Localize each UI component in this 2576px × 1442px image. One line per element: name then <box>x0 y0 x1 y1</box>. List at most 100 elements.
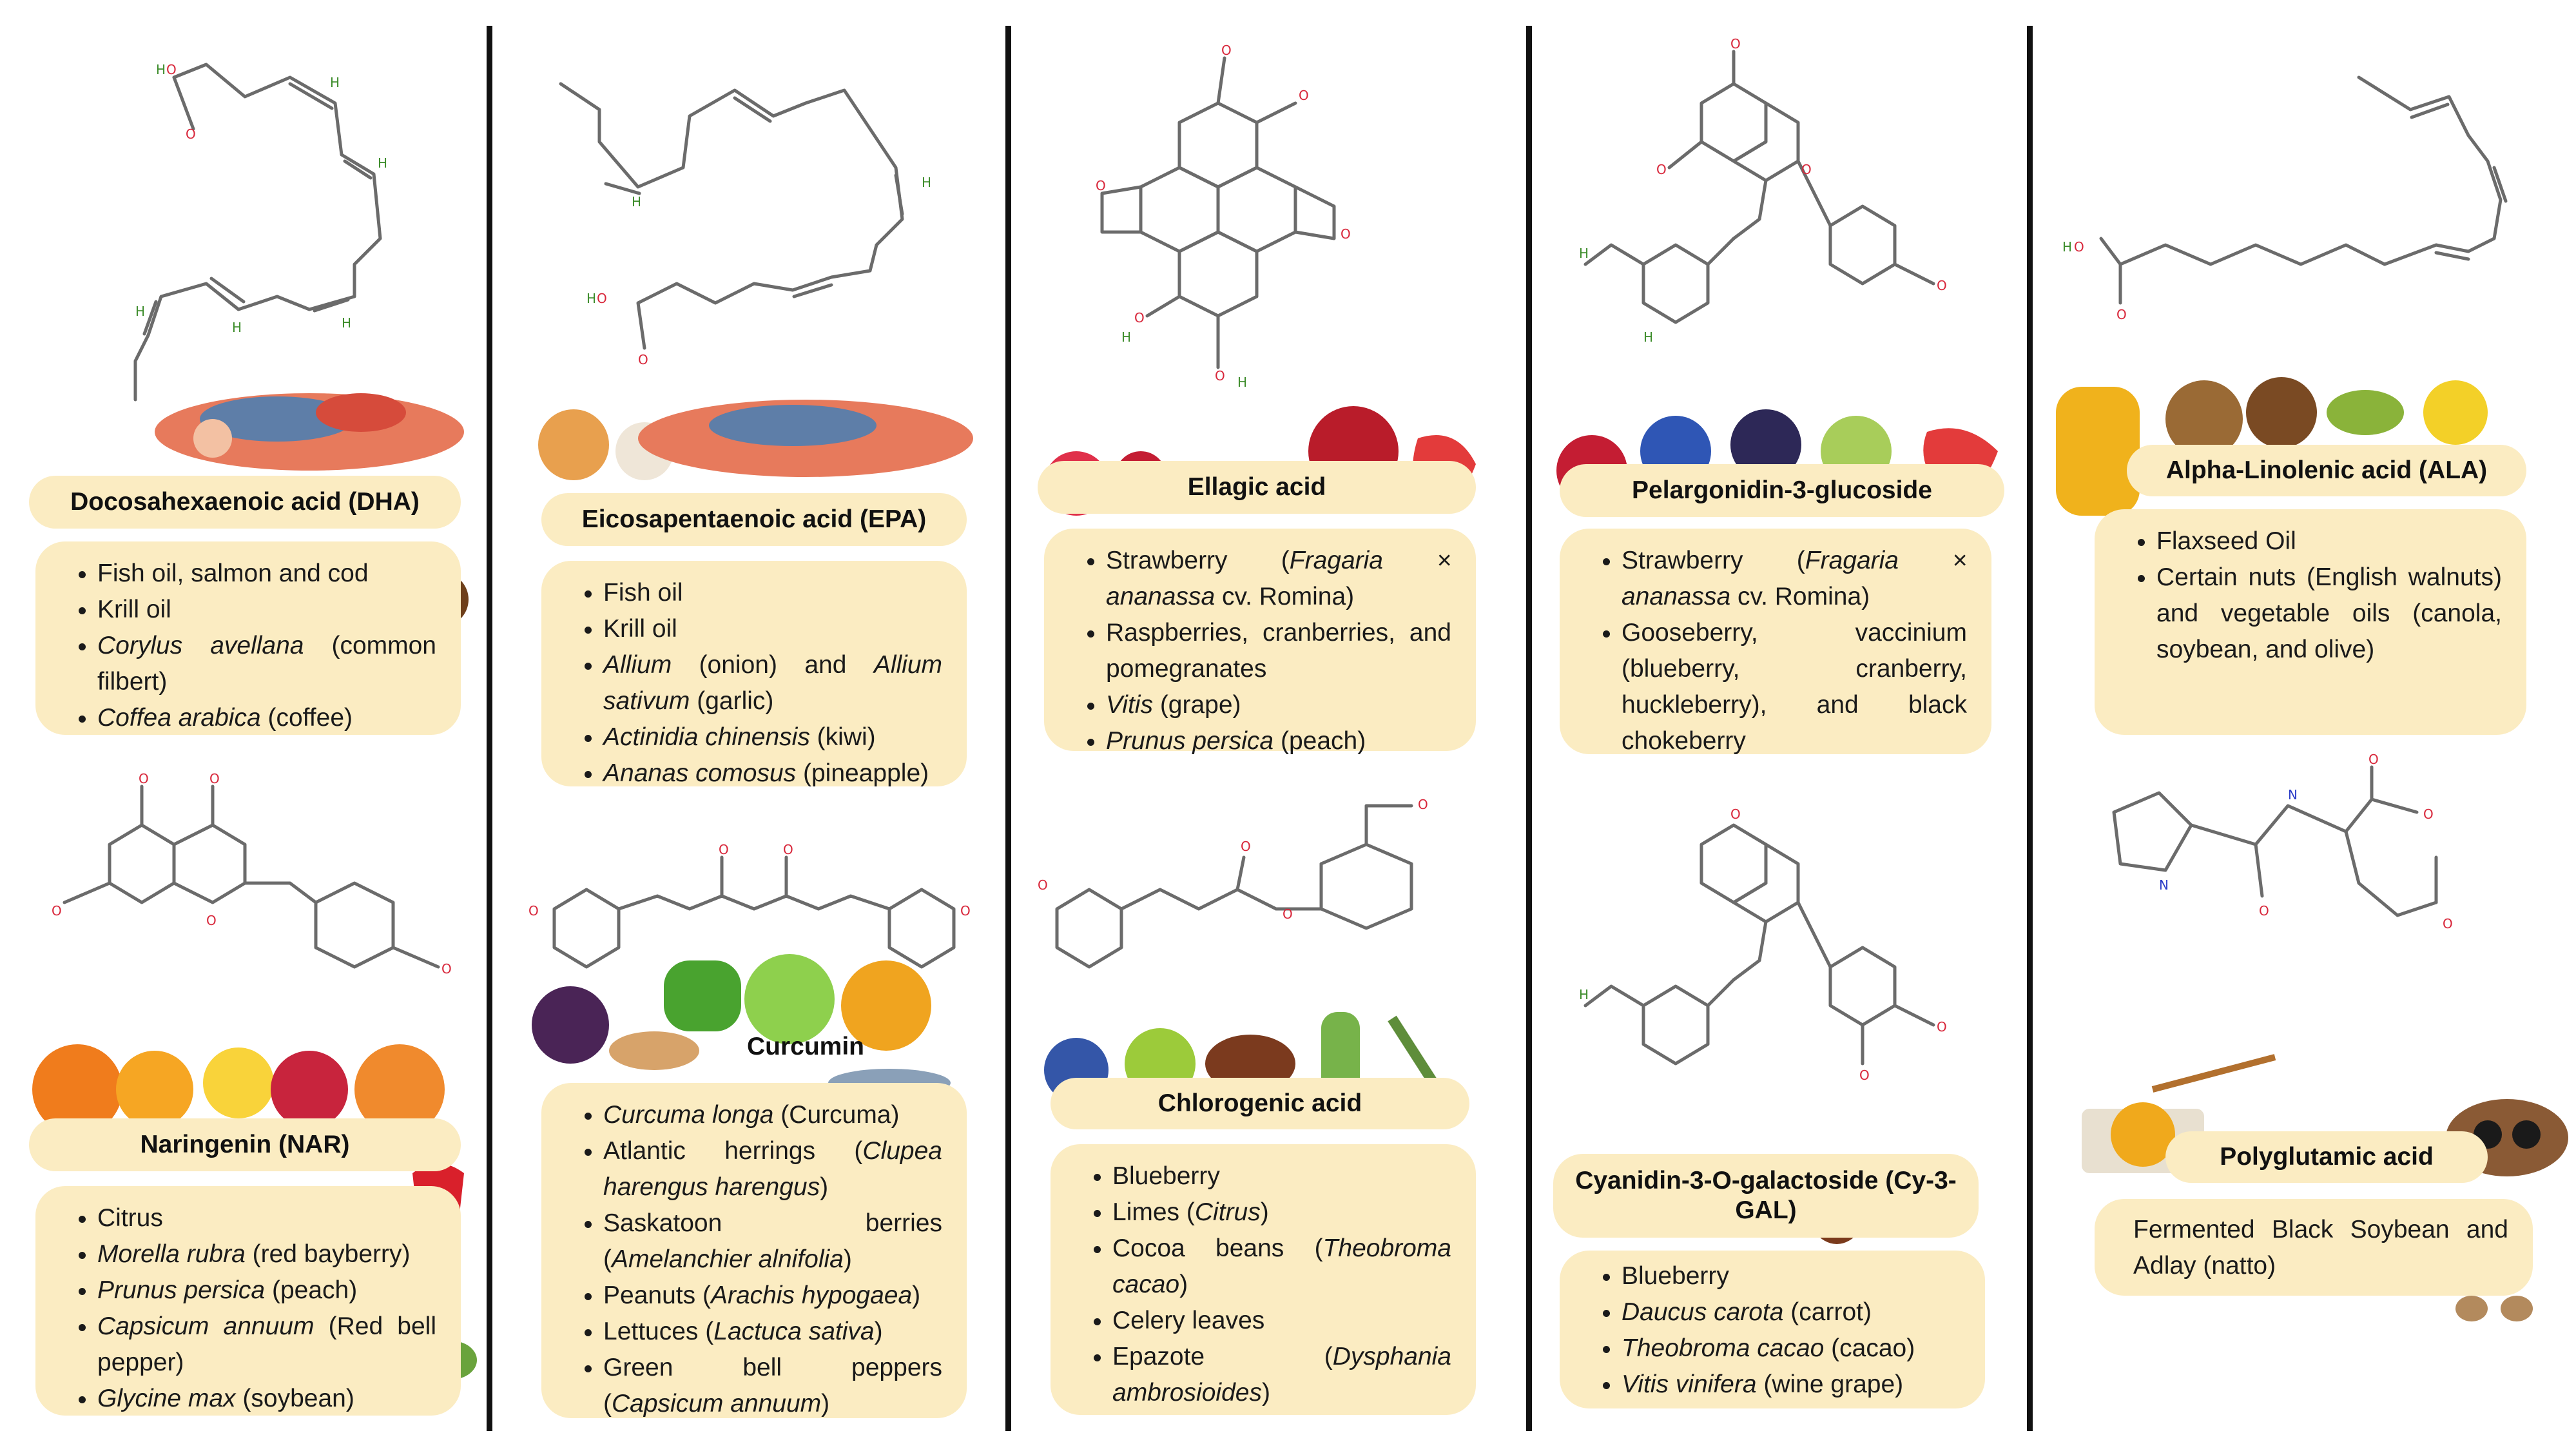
svg-text:O: O <box>2259 903 2269 919</box>
svg-text:O: O <box>139 771 149 786</box>
spice-vegetable-illustration <box>525 941 970 1083</box>
cyanidin-source-4: Vitis vinifera (wine grape) <box>1622 1367 1961 1403</box>
ellagic-source-2: Raspberries, cranberries, and pomegranat… <box>1106 615 1451 687</box>
dha-source-2: Krill oil <box>97 592 436 628</box>
ala-source-2: Certain nuts (English walnuts) and veget… <box>2156 560 2502 668</box>
cyanidin-source-1: Blueberry <box>1622 1258 1961 1294</box>
column-divider-2 <box>1005 26 1011 1431</box>
svg-text:O: O <box>1656 162 1667 177</box>
pelargonidin-source-1: Strawberry (Fragaria × ananassa cv. Romi… <box>1622 543 1967 615</box>
polyglutamic-acid-sources: Fermented Black Soybean and Adlay (natto… <box>2095 1199 2533 1296</box>
svg-text:O: O <box>783 842 793 857</box>
curcumin-sources: Curcuma longa (Curcuma) Atlantic herring… <box>541 1083 967 1418</box>
svg-text:O: O <box>1341 226 1351 242</box>
svg-text:O: O <box>1418 797 1428 812</box>
chlorogenic-source-2: Limes (Citrus) <box>1112 1194 1451 1231</box>
svg-text:O: O <box>209 771 220 786</box>
dha-title: Docosahexaenoic acid (DHA) <box>29 476 461 529</box>
naringenin-structure: O O O O O <box>13 771 490 1018</box>
svg-text:H: H <box>632 194 641 209</box>
svg-text:O: O <box>1038 877 1048 893</box>
pelargonidin-title: Pelargonidin-3-glucoside <box>1560 464 2004 517</box>
svg-text:O: O <box>52 903 62 919</box>
curcumin-source-6: Green bell peppers (Capsicum annuum) <box>603 1350 942 1422</box>
svg-text:O: O <box>1937 278 1947 293</box>
ellagic-acid-sources: Strawberry (Fragaria × ananassa cv. Romi… <box>1044 529 1476 755</box>
svg-text:H: H <box>1237 375 1247 390</box>
svg-text:N: N <box>2288 787 2298 803</box>
pelargonidin-source-2: Gooseberry, vaccinium (blueberry, cranbe… <box>1622 615 1967 759</box>
svg-text:H: H <box>2062 239 2072 255</box>
dha-source-3: Corylus avellana (common filbert) <box>97 628 436 700</box>
epa-title: Eicosapentaenoic acid (EPA) <box>541 493 967 546</box>
column-divider-1 <box>487 26 492 1431</box>
curcumin-source-4: Peanuts (Arachis hypogaea) <box>603 1278 942 1314</box>
svg-text:H: H <box>232 320 242 335</box>
curcumin-structure: O O O O <box>528 838 980 986</box>
svg-text:H: H <box>342 315 351 331</box>
epa-source-5: Ananas comosus (pineapple) <box>603 755 942 792</box>
svg-text:O: O <box>1730 36 1741 52</box>
svg-text:O: O <box>960 903 971 919</box>
svg-text:O: O <box>528 903 539 919</box>
cyanidin-sources: Blueberry Daucus carota (carrot) Theobro… <box>1560 1251 1985 1408</box>
svg-text:O: O <box>206 913 217 928</box>
chlorogenic-source-3: Cocoa beans (Theobroma cacao) <box>1112 1231 1451 1303</box>
svg-text:N: N <box>2159 877 2169 893</box>
curcumin-source-2: Atlantic herrings (Clupea harengus haren… <box>603 1133 942 1205</box>
svg-text:O: O <box>719 842 729 857</box>
cyanidin-source-3: Theobroma cacao (cacao) <box>1622 1330 1961 1367</box>
cyanidin-source-2: Daucus carota (carrot) <box>1622 1294 1961 1330</box>
svg-text:H: H <box>1121 329 1131 345</box>
svg-text:O: O <box>1215 368 1225 384</box>
onion-garlic-illustration <box>535 374 986 496</box>
svg-text:O: O <box>2368 752 2379 767</box>
citrus-fruit-illustration <box>26 1025 477 1141</box>
column-divider-4 <box>2027 26 2033 1431</box>
column-divider-3 <box>1526 26 1532 1431</box>
svg-text:O: O <box>1221 43 1232 58</box>
naringenin-source-2: Morella rubra (red bayberry) <box>97 1236 436 1272</box>
chlorogenic-source-4: Celery leaves <box>1112 1303 1451 1339</box>
epa-sources: Fish oil Krill oil Allium (onion) and Al… <box>541 561 967 787</box>
epa-source-4: Actinidia chinensis (kiwi) <box>603 719 942 755</box>
svg-text:O: O <box>2074 239 2084 255</box>
svg-text:H: H <box>378 155 387 171</box>
pelargonidin-sources: Strawberry (Fragaria × ananassa cv. Romi… <box>1560 529 1991 755</box>
svg-text:O: O <box>638 352 648 367</box>
epa-source-3: Allium (onion) and Allium sativum (garli… <box>603 647 942 719</box>
svg-text:H: H <box>1579 246 1589 261</box>
curcumin-source-3: Saskatoon berries (Amelanchier alnifolia… <box>603 1205 942 1278</box>
svg-text:O: O <box>2443 916 2453 931</box>
svg-text:O: O <box>1134 310 1145 326</box>
svg-text:O: O <box>2116 307 2127 322</box>
ellagic-source-4: Prunus persica (peach) <box>1106 723 1451 759</box>
svg-text:O: O <box>1859 1067 1870 1083</box>
naringenin-title: Naringenin (NAR) <box>29 1118 461 1171</box>
svg-text:O: O <box>441 961 452 977</box>
svg-text:O: O <box>1283 906 1293 922</box>
svg-text:H: H <box>330 75 340 90</box>
epa-source-2: Krill oil <box>603 611 942 647</box>
dha-source-1: Fish oil, salmon and cod <box>97 556 436 592</box>
svg-text:H: H <box>135 304 145 319</box>
curcumin-source-1: Curcuma longa (Curcuma) <box>603 1097 942 1133</box>
ellagic-acid-title: Ellagic acid <box>1038 461 1476 514</box>
epa-source-1: Fish oil <box>603 575 942 611</box>
naringenin-source-3: Prunus persica (peach) <box>97 1272 436 1309</box>
nut-olive-oil-illustration <box>2037 342 2526 529</box>
svg-text:H: H <box>156 62 166 77</box>
svg-text:H: H <box>586 291 596 306</box>
naringenin-source-4: Capsicum annuum (Red bell pepper) <box>97 1309 436 1381</box>
chlorogenic-source-1: Blueberry <box>1112 1158 1451 1194</box>
polyglutamic-acid-title: Polyglutamic acid <box>2165 1131 2488 1183</box>
svg-text:H: H <box>1643 329 1653 345</box>
curcumin-title: Curcumin <box>746 1032 864 1060</box>
